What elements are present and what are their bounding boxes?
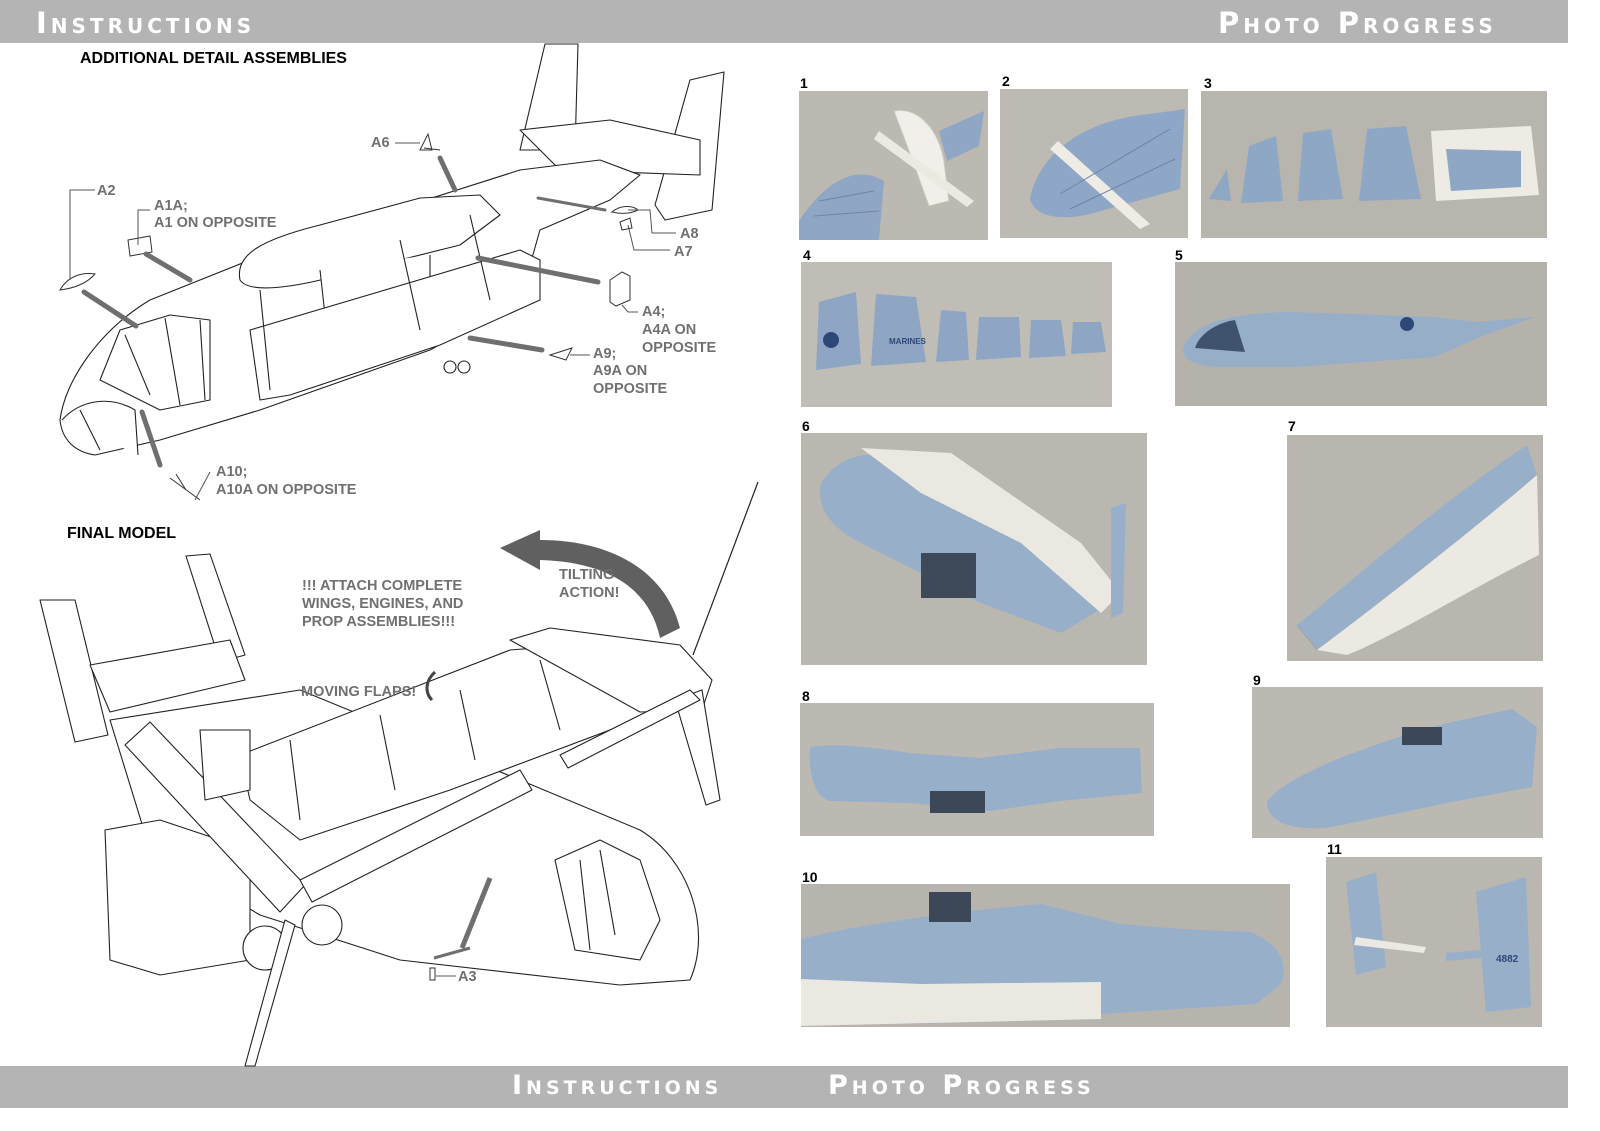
assemblies-heading: ADDITIONAL DETAIL ASSEMBLIES — [80, 50, 347, 67]
tilting-note-line1: TILTING — [559, 567, 615, 583]
photo-3 — [1201, 91, 1547, 238]
callout-a4-line1: A4; — [642, 304, 666, 320]
header-left-title: Instructions — [36, 6, 256, 40]
photo-6 — [801, 433, 1147, 665]
callout-a8: A8 — [680, 226, 699, 242]
photo-number-9: 9 — [1253, 672, 1261, 688]
part-a2 — [59, 273, 96, 291]
tilting-arrow — [500, 530, 680, 638]
header-bar: Instructions Photo Progress — [0, 0, 1568, 43]
callout-a4-line3: OPPOSITE — [642, 340, 717, 356]
final-tail-fin-right — [185, 553, 246, 663]
photo-number-3: 3 — [1204, 75, 1212, 91]
flaps-note: MOVING FLAPS! — [301, 684, 417, 700]
callout-a10-line1: A10; — [216, 464, 248, 480]
footer-left-title: Instructions — [512, 1070, 723, 1101]
photo-5 — [1175, 262, 1547, 406]
part-a10 — [169, 473, 201, 501]
photo-number-10: 10 — [802, 869, 818, 885]
photo-11: 4882 — [1326, 857, 1542, 1027]
marines-marking: MARINES — [889, 337, 927, 346]
photo-2 — [1000, 89, 1188, 238]
tail-number-marking: 4882 — [1496, 954, 1519, 965]
photo-7 — [1287, 435, 1543, 661]
callout-a4-line2: A4A ON — [642, 322, 697, 338]
final-model-heading: FINAL MODEL — [67, 525, 177, 542]
final-engine-right — [509, 627, 713, 713]
callout-a2: A2 — [97, 183, 116, 199]
attach-note-line2: WINGS, ENGINES, AND — [302, 596, 464, 612]
photo-number-1: 1 — [800, 75, 808, 91]
footer-right-title: Photo Progress — [828, 1070, 1095, 1101]
callout-a9-line1: A9; — [593, 346, 617, 362]
photo-10 — [801, 884, 1290, 1027]
callout-a1a-line1: A1A; — [154, 198, 188, 214]
part-a7 — [619, 217, 633, 231]
photo-number-2: 2 — [1002, 73, 1010, 89]
callout-a6: A6 — [371, 135, 390, 151]
photo-number-8: 8 — [802, 688, 810, 704]
photo-9 — [1252, 687, 1543, 838]
photo-4: MARINES — [801, 262, 1112, 407]
attach-note-line3: PROP ASSEMBLIES!!! — [302, 614, 456, 630]
callout-a9-line2: A9A ON — [593, 363, 648, 379]
part-a1a — [127, 235, 153, 257]
callout-a7: A7 — [674, 244, 693, 260]
part-a4 — [609, 271, 631, 307]
detail-assembly-drawing — [59, 43, 725, 501]
photo-1 — [799, 91, 988, 240]
final-rotor-blade-2 — [299, 769, 533, 903]
photo-number-6: 6 — [802, 418, 810, 434]
photo-number-11: 11 — [1327, 841, 1342, 857]
tilting-note-line2: ACTION! — [559, 585, 620, 601]
final-tail-fin-left — [39, 599, 109, 743]
callout-a9-line3: OPPOSITE — [593, 381, 668, 397]
attach-note-line1: !!! ATTACH COMPLETE — [302, 578, 463, 594]
callout-a3: A3 — [458, 969, 477, 985]
photo-8 — [800, 703, 1154, 836]
photo-number-5: 5 — [1175, 247, 1183, 263]
photo-number-7: 7 — [1288, 418, 1296, 434]
part-a9 — [548, 347, 573, 361]
footer-bar: Instructions Photo Progress — [0, 1066, 1568, 1108]
header-right-title: Photo Progress — [1218, 6, 1497, 40]
final-model-drawing — [39, 481, 759, 1067]
part-a6 — [419, 132, 441, 151]
callout-a10-line2: A10A ON OPPOSITE — [216, 482, 357, 498]
photo-number-4: 4 — [803, 247, 811, 263]
callout-a1a-line2: A1 ON OPPOSITE — [154, 215, 277, 231]
